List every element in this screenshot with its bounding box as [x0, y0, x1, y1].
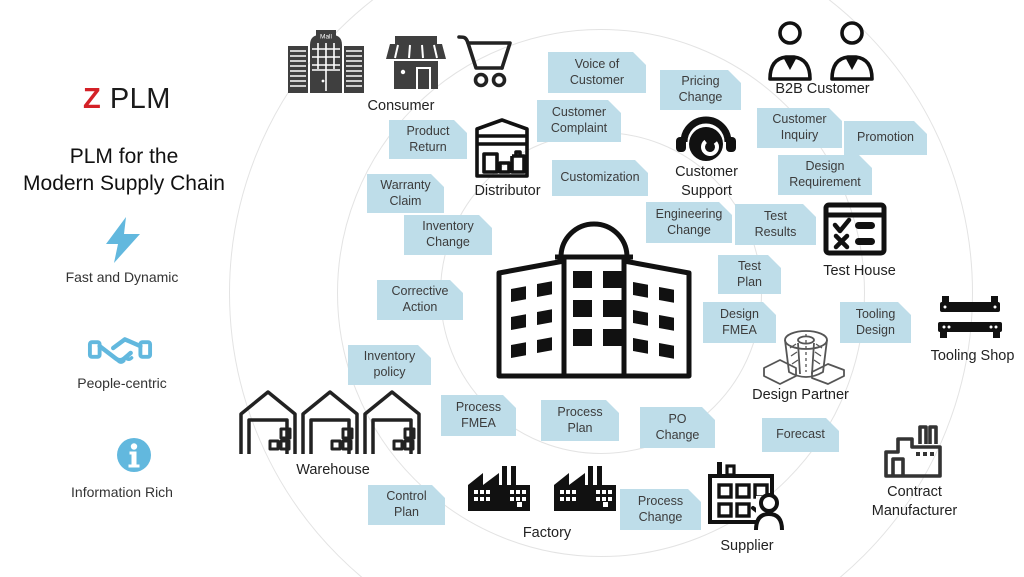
feature-fast-label: Fast and Dynamic [65, 269, 179, 285]
tag-pricing-change: Pricing Change [660, 70, 741, 110]
enterprise-building-icon [487, 211, 701, 381]
tag-process-plan: Process Plan [541, 400, 619, 441]
slide-title-line1: PLM for the [69, 145, 179, 168]
tag-po-change: PO Change [640, 407, 715, 448]
tag-inventory-policy: Inventory policy [348, 345, 431, 385]
tag-customer-complaint: Customer Complaint [537, 100, 621, 142]
mall-sign-label: Mall [320, 34, 332, 41]
tag-warranty-claim: Warranty Claim [367, 174, 444, 213]
info-icon [116, 437, 152, 473]
tag-process-change: Process Change [620, 489, 701, 530]
contract-manufacturer-icon [882, 424, 944, 478]
tag-test-results: Test Results [735, 204, 816, 245]
tag-voice-of-customer: Voice of Customer [548, 52, 646, 93]
feature-people-label: People-centric [77, 375, 167, 391]
tag-customer-inquiry: Customer Inquiry [757, 108, 842, 148]
tooling-shop-icon [936, 294, 1004, 340]
entity-customer-support-label: Customer Support [675, 164, 738, 199]
tag-test-plan: Test Plan [718, 255, 781, 294]
tag-design-requirement: Design Requirement [778, 155, 872, 195]
tag-corrective-action: Corrective Action [377, 280, 463, 320]
entity-b2b-customer-label: B2B Customer [775, 81, 870, 97]
lightning-icon [104, 217, 142, 263]
factory-icon [552, 459, 618, 511]
design-partner-icon [760, 326, 848, 386]
slide-title: PLM for the Modern Supply Chain [0, 143, 248, 198]
tag-design-fmea: Design FMEA [703, 302, 776, 343]
headset-icon [674, 113, 738, 163]
entity-distributor-label: Distributor [474, 183, 541, 199]
tag-engineering-change: Engineering Change [646, 202, 732, 243]
tag-promotion: Promotion [844, 121, 927, 155]
tag-process-fmea: Process FMEA [441, 395, 516, 436]
b2b-customer-icon [762, 21, 880, 81]
entity-factory-label: Factory [522, 525, 572, 541]
brand-logo: Z PLM [27, 83, 227, 116]
orbit-ring-outer [229, 0, 973, 577]
entity-design-partner-label: Design Partner [752, 387, 849, 403]
brand-logo-z: Z [83, 83, 102, 115]
tag-customization: Customization [552, 160, 648, 196]
entity-contract-manufacturer-label: Contract Manufacturer [871, 484, 958, 519]
store-icon [386, 34, 446, 91]
cart-icon [456, 29, 512, 90]
factory-icon [466, 459, 532, 511]
mall-icon: Mall [286, 29, 366, 93]
warehouse-icon [361, 387, 423, 455]
entity-warehouse-label: Warehouse [296, 462, 370, 478]
tag-control-plan: Control Plan [368, 485, 445, 525]
tag-tooling-design: Tooling Design [840, 302, 911, 343]
supplier-icon [706, 458, 786, 532]
tag-inventory-change: Inventory Change [404, 215, 492, 255]
warehouse-icon [299, 387, 361, 455]
warehouse-icon [237, 387, 299, 455]
entity-test-house-label: Test House [823, 263, 896, 279]
tag-forecast: Forecast [762, 418, 839, 452]
entity-supplier-label: Supplier [720, 538, 774, 554]
slide-title-line2: Modern Supply Chain [23, 172, 225, 196]
tag-product-return: Product Return [389, 120, 467, 159]
handshake-icon [87, 327, 153, 373]
feature-info-label: Information Rich [71, 484, 173, 500]
brand-logo-plm: PLM [101, 83, 171, 115]
entity-tooling-shop-label: Tooling Shop [930, 348, 1015, 364]
entity-consumer-label: Consumer [367, 98, 435, 114]
test-house-icon [823, 202, 887, 256]
distributor-icon [473, 116, 531, 178]
